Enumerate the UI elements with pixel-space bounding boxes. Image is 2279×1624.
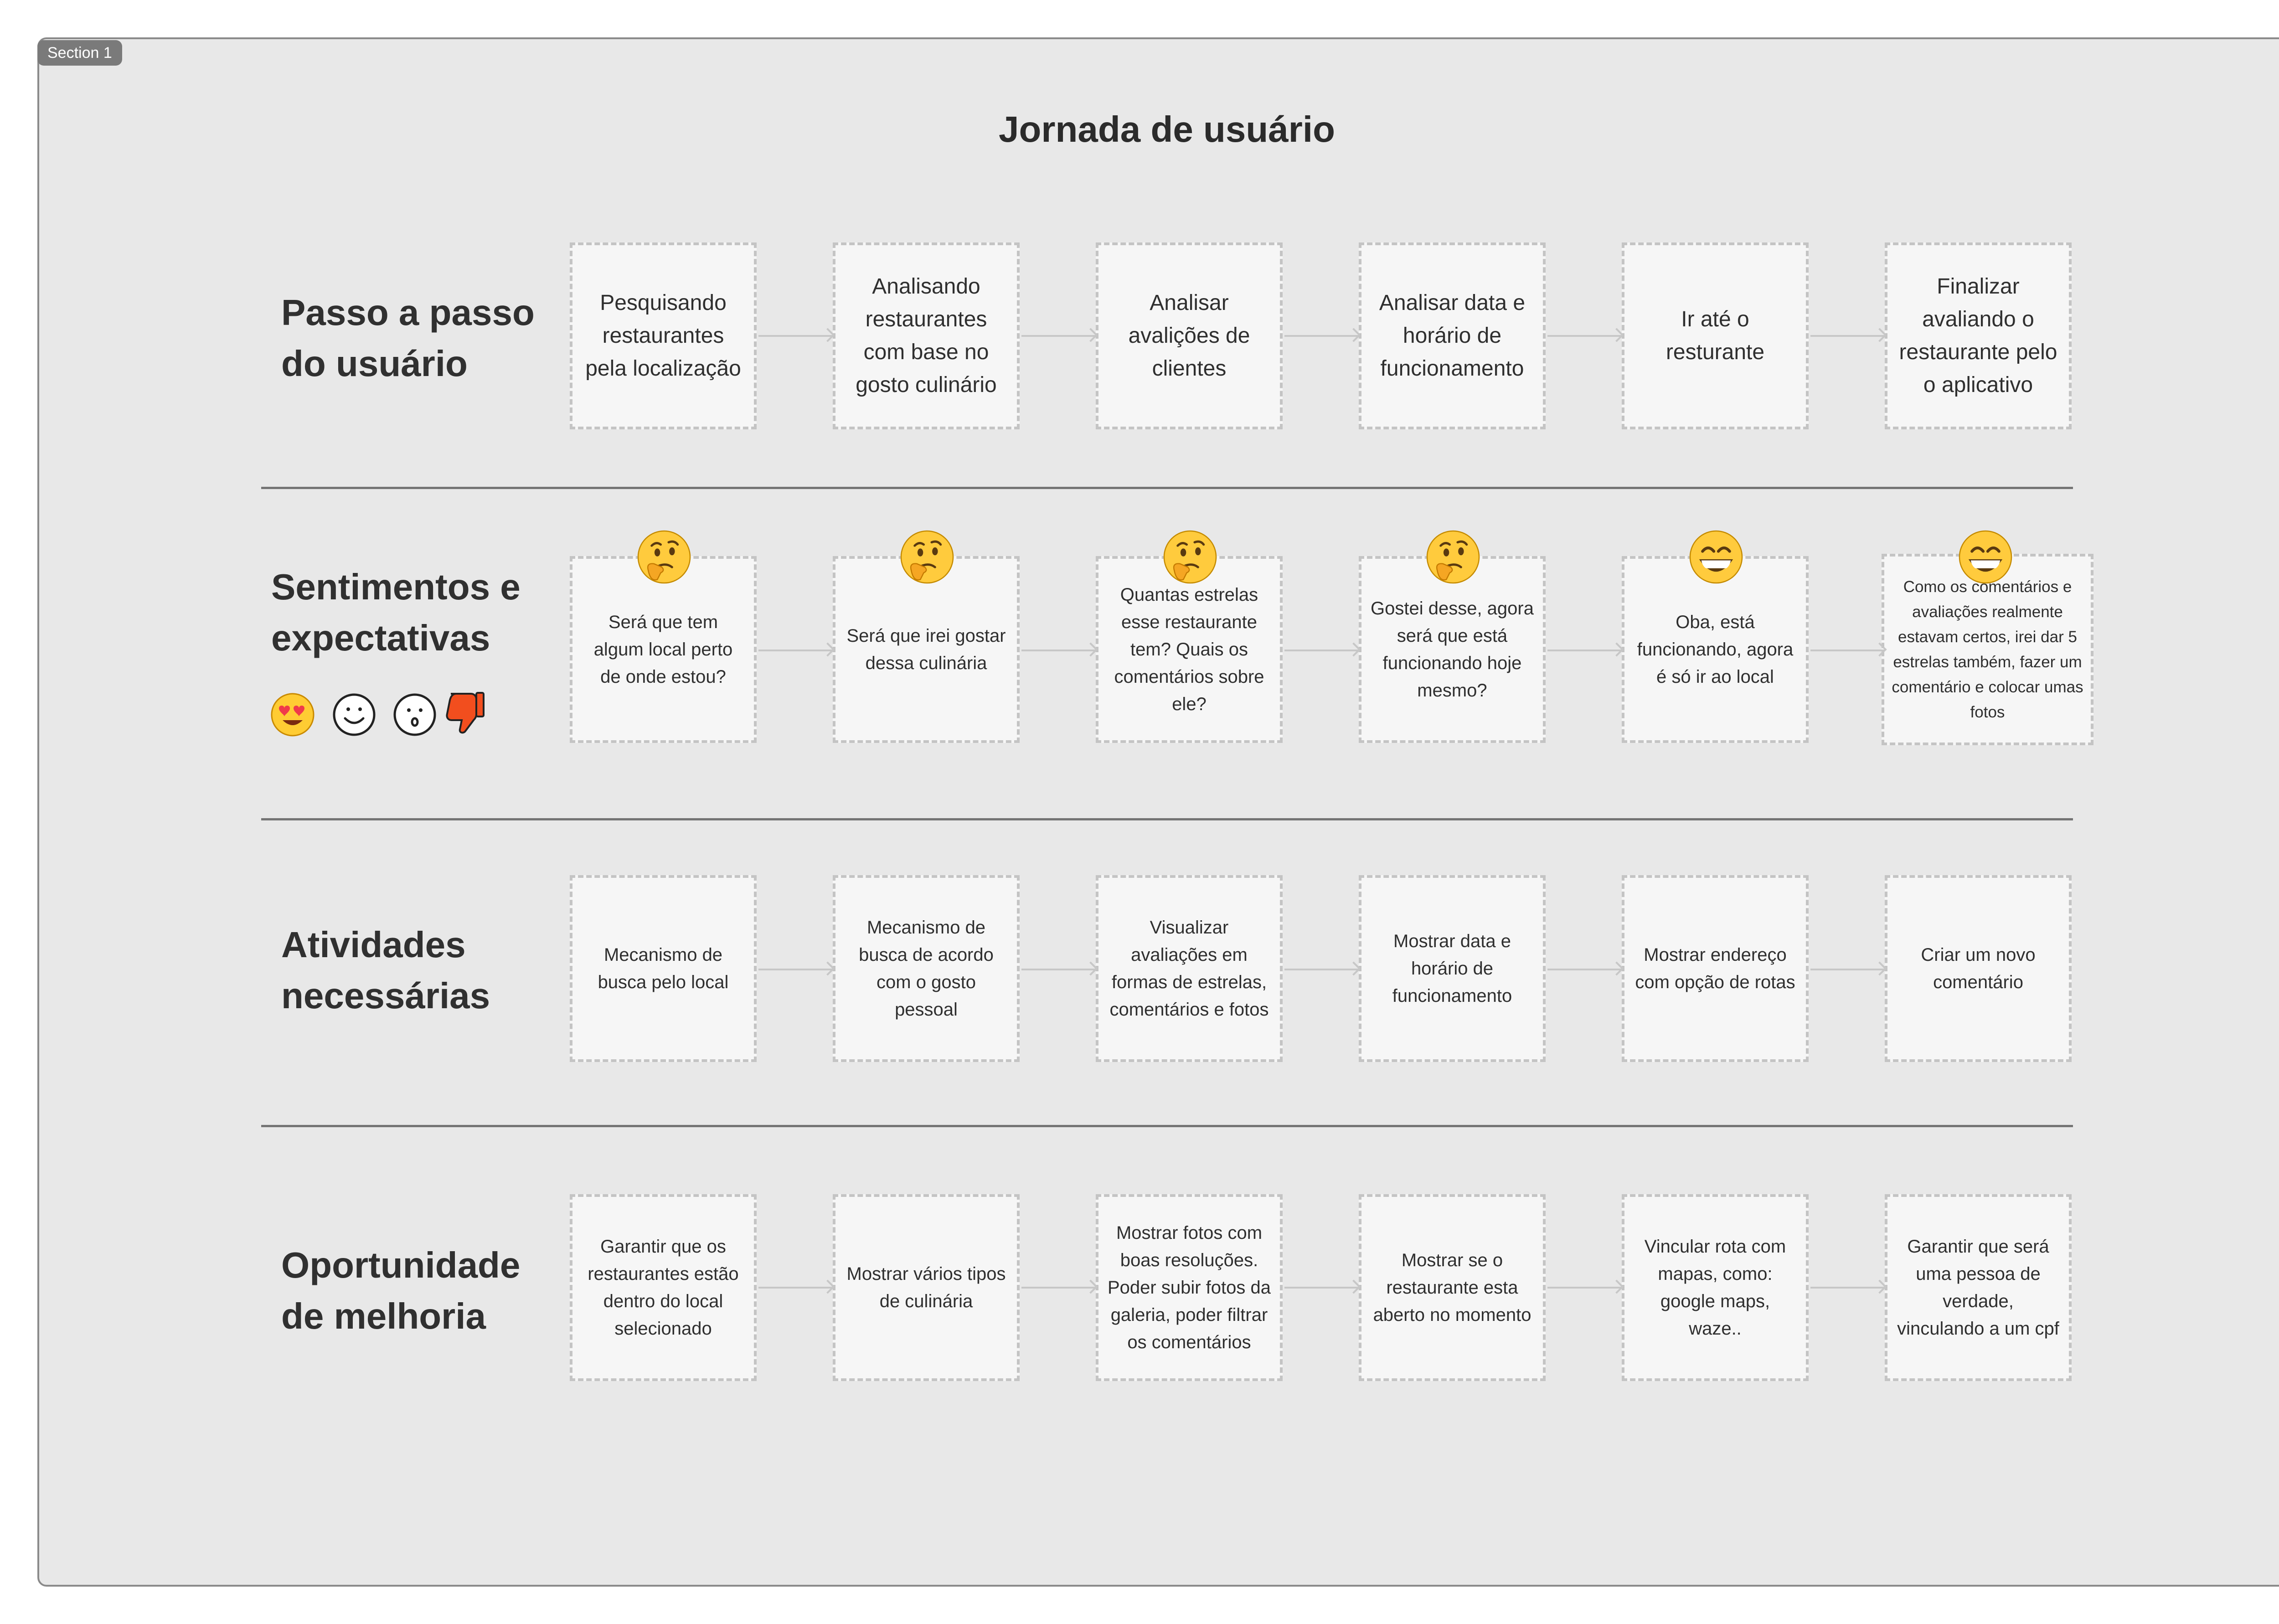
activity-note[interactable]: Mostrar endereço com opção de rotas bbox=[1622, 875, 1809, 1062]
note-text: Analisando restaurantes com base no gost… bbox=[856, 274, 997, 397]
note-text: Garantir que os restaurantes estão dentr… bbox=[588, 1237, 739, 1339]
opportunity-note[interactable]: Garantir que será uma pessoa de verdade,… bbox=[1885, 1194, 2072, 1381]
opportunity-note[interactable]: Garantir que os restaurantes estão dentr… bbox=[570, 1194, 757, 1381]
thinking-face-icon bbox=[637, 530, 691, 584]
note-text: Será que irei gostar dessa culinária bbox=[846, 626, 1006, 673]
flow-arrow bbox=[1810, 335, 1885, 337]
note-text: Finalizar avaliando o restaurante pelo o… bbox=[1899, 274, 2057, 397]
note-text: Analisar data e horário de funcionamento bbox=[1379, 291, 1526, 381]
flow-arrow bbox=[1284, 969, 1359, 970]
feeling-note[interactable]: Oba, está funcionando, agora é só ir ao … bbox=[1622, 556, 1809, 743]
note-text: Gostei desse, agora será que está funcio… bbox=[1371, 598, 1534, 701]
note-text: Criar um novo comentário bbox=[1921, 945, 2036, 992]
opportunity-note[interactable]: Mostrar vários tipos de culinária bbox=[833, 1194, 1020, 1381]
heart-eyes-face-icon bbox=[271, 693, 315, 737]
row-label-line: de melhoria bbox=[281, 1296, 486, 1336]
activity-note[interactable]: Criar um novo comentário bbox=[1885, 875, 2072, 1062]
activity-note[interactable]: Mostrar data e horário de funcionamento bbox=[1359, 875, 1546, 1062]
note-text: Mostrar fotos com boas resoluções. Poder… bbox=[1108, 1223, 1271, 1352]
step-note[interactable]: Pesquisando restaurantes pela localizaçã… bbox=[570, 242, 757, 429]
flow-arrow bbox=[758, 335, 833, 337]
row-divider bbox=[261, 818, 2073, 820]
note-text: Mostrar data e horário de funcionamento bbox=[1392, 931, 1512, 1006]
note-text: Analisar avalições de clientes bbox=[1128, 291, 1250, 381]
note-text: Mecanismo de busca pelo local bbox=[598, 945, 729, 992]
flow-arrow bbox=[1021, 335, 1096, 337]
note-text: Como os comentários e avaliações realmen… bbox=[1892, 578, 2083, 721]
thinking-face-icon bbox=[1426, 530, 1480, 584]
feeling-note[interactable]: Gostei desse, agora será que está funcio… bbox=[1359, 556, 1546, 743]
row-label-opportunities: Oportunidade de melhoria bbox=[281, 1240, 520, 1342]
activity-note[interactable]: Visualizar avaliações em formas de estre… bbox=[1096, 875, 1283, 1062]
row-label-line: Sentimentos e bbox=[271, 567, 521, 607]
flow-arrow bbox=[1021, 969, 1096, 970]
opportunity-note[interactable]: Vincular rota com mapas, como: google ma… bbox=[1622, 1194, 1809, 1381]
grinning-face-icon bbox=[1689, 530, 1743, 584]
activity-note[interactable]: Mecanismo de busca de acordo com o gosto… bbox=[833, 875, 1020, 1062]
grinning-face-icon bbox=[1959, 530, 2012, 584]
row-divider bbox=[261, 487, 2073, 489]
note-text: Vincular rota com mapas, como: google ma… bbox=[1644, 1237, 1786, 1339]
activity-note[interactable]: Mecanismo de busca pelo local bbox=[570, 875, 757, 1062]
row-label-line: Oportunidade bbox=[281, 1245, 521, 1285]
flow-arrow bbox=[1284, 650, 1359, 651]
flow-arrow bbox=[1810, 1287, 1885, 1289]
row-label-feelings: Sentimentos e expectativas bbox=[271, 562, 521, 664]
flow-arrow bbox=[1810, 650, 1885, 651]
step-note[interactable]: Finalizar avaliando o restaurante pelo o… bbox=[1885, 242, 2072, 429]
note-text: Oba, está funcionando, agora é só ir ao … bbox=[1637, 612, 1794, 687]
note-text: Mecanismo de busca de acordo com o gosto… bbox=[859, 918, 994, 1020]
flow-arrow bbox=[1284, 1287, 1359, 1289]
note-text: Visualizar avaliações em formas de estre… bbox=[1109, 918, 1269, 1020]
smiling-face-icon bbox=[333, 693, 376, 736]
flow-arrow bbox=[758, 969, 833, 970]
flow-arrow bbox=[1284, 335, 1359, 337]
step-note[interactable]: Analisando restaurantes com base no gost… bbox=[833, 242, 1020, 429]
section-tag[interactable]: Section 1 bbox=[37, 40, 122, 66]
step-note[interactable]: Analisar data e horário de funcionamento bbox=[1359, 242, 1546, 429]
surprised-face-icon bbox=[393, 693, 436, 736]
page-title: Jornada de usuário bbox=[999, 109, 1335, 150]
note-text: Mostrar vários tipos de culinária bbox=[846, 1264, 1006, 1311]
thumbs-down-icon bbox=[446, 692, 485, 734]
note-text: Quantas estrelas esse restaurante tem? Q… bbox=[1114, 585, 1264, 714]
opportunity-note[interactable]: Mostrar fotos com boas resoluções. Poder… bbox=[1096, 1194, 1283, 1381]
note-text: Pesquisando restaurantes pela localizaçã… bbox=[585, 291, 741, 381]
flow-arrow bbox=[758, 1287, 833, 1289]
feeling-note[interactable]: Quantas estrelas esse restaurante tem? Q… bbox=[1096, 556, 1283, 743]
flow-arrow bbox=[1547, 335, 1622, 337]
row-label-line: necessárias bbox=[281, 975, 490, 1016]
note-text: Mostrar endereço com opção de rotas bbox=[1635, 945, 1795, 992]
flow-arrow bbox=[1547, 969, 1622, 970]
feeling-note[interactable]: Será que tem algum local perto de onde e… bbox=[570, 556, 757, 743]
thinking-face-icon bbox=[1163, 530, 1217, 584]
row-label-line: Passo a passo bbox=[281, 292, 535, 333]
flow-arrow bbox=[1021, 650, 1096, 651]
flow-arrow bbox=[758, 650, 833, 651]
note-text: Mostrar se o restaurante esta aberto no … bbox=[1373, 1250, 1531, 1325]
flow-arrow bbox=[1810, 969, 1885, 970]
row-divider bbox=[261, 1125, 2073, 1127]
row-label-activities: Atividades necessárias bbox=[281, 919, 490, 1021]
row-label-line: Atividades bbox=[281, 924, 466, 965]
thinking-face-icon bbox=[900, 530, 954, 584]
flow-arrow bbox=[1547, 1287, 1622, 1289]
step-note[interactable]: Analisar avalições de clientes bbox=[1096, 242, 1283, 429]
row-label-steps: Passo a passo do usuário bbox=[281, 287, 535, 389]
row-label-line: do usuário bbox=[281, 343, 468, 384]
note-text: Ir até o resturante bbox=[1665, 307, 1765, 364]
note-text: Será que tem algum local perto de onde e… bbox=[593, 612, 733, 687]
step-note[interactable]: Ir até o resturante bbox=[1622, 242, 1809, 429]
note-text: Garantir que será uma pessoa de verdade,… bbox=[1897, 1237, 2059, 1339]
flow-arrow bbox=[1547, 650, 1622, 651]
row-label-line: expectativas bbox=[271, 618, 490, 658]
flow-arrow bbox=[1021, 1287, 1096, 1289]
opportunity-note[interactable]: Mostrar se o restaurante esta aberto no … bbox=[1359, 1194, 1546, 1381]
